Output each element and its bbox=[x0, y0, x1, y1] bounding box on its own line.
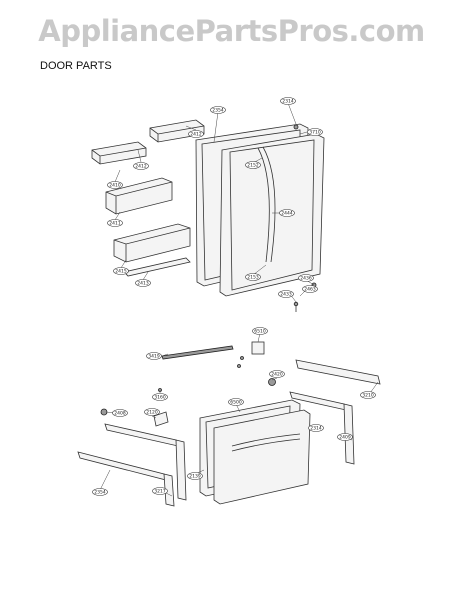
callout-label: 2314 bbox=[310, 426, 322, 432]
callout-label: 3710 bbox=[309, 130, 321, 136]
drawer-rails bbox=[77, 359, 381, 507]
callout-tag: 3419 bbox=[146, 352, 162, 360]
callout-label: 2412 bbox=[135, 164, 147, 170]
drawer-inner-panel bbox=[213, 409, 311, 505]
callout-tag: 2120 bbox=[144, 408, 160, 416]
site-watermark: AppliancePartsPros.com bbox=[38, 14, 425, 48]
callout-tag: 3160 bbox=[152, 393, 168, 401]
callout-label: 2436 bbox=[300, 276, 312, 282]
callout-tag: 6500 bbox=[228, 398, 244, 406]
callout-label: 2408 bbox=[114, 411, 126, 417]
callout-tag: 6510 bbox=[252, 327, 268, 335]
callout-label: 6510 bbox=[254, 329, 266, 335]
callout-tag: 2408 bbox=[112, 409, 128, 417]
callout-label: 6500 bbox=[230, 400, 242, 406]
callout-tag: 3710 bbox=[307, 128, 323, 136]
callout-label: 2152 bbox=[247, 163, 259, 169]
callout-tag: 2153 bbox=[245, 273, 261, 281]
callout-tag: 2354 bbox=[210, 106, 226, 114]
callout-tag: 2413 bbox=[135, 279, 151, 287]
callout-tag: 2139 bbox=[187, 472, 203, 480]
callout-tag: 2463 bbox=[302, 285, 318, 293]
callout-tag: 2409 bbox=[337, 433, 353, 441]
callout-label: 2120 bbox=[146, 410, 158, 416]
callout-tag: 2412 bbox=[188, 130, 204, 138]
callout-label: 3160 bbox=[154, 395, 166, 401]
callout-label: 2413 bbox=[137, 281, 149, 287]
callout-tag: 3217 bbox=[152, 487, 168, 495]
callout-tag: 2420 bbox=[269, 370, 285, 378]
diagram-heading: DOOR PARTS bbox=[40, 60, 112, 72]
callout-label: 2433 bbox=[280, 292, 292, 298]
callout-label: 2153 bbox=[247, 275, 259, 281]
door-handle bbox=[257, 146, 276, 263]
callout-label: 2444 bbox=[281, 211, 293, 217]
callout-label: 2409 bbox=[339, 435, 351, 441]
callout-label: 2354 bbox=[94, 490, 106, 496]
callout-label: 2410 bbox=[109, 183, 121, 189]
callout-label: 2139 bbox=[189, 474, 201, 480]
callout-label: 2415 bbox=[115, 269, 127, 275]
door-inner-liner bbox=[219, 133, 325, 297]
callout-tag: 2314 bbox=[280, 97, 296, 105]
callout-label: 2412 bbox=[190, 132, 202, 138]
callout-tag: 2354 bbox=[92, 488, 108, 496]
callout-label: 2354 bbox=[212, 108, 224, 114]
callout-tag: 2314 bbox=[308, 424, 324, 432]
callout-tag: 2433 bbox=[278, 290, 294, 298]
callout-tag: 2152 bbox=[245, 161, 261, 169]
callout-tag: 2411 bbox=[107, 219, 123, 227]
door-shelf-bins bbox=[91, 119, 205, 277]
callout-label: 3210 bbox=[362, 393, 374, 399]
callout-label: 3419 bbox=[148, 354, 160, 360]
callout-tag: 3210 bbox=[360, 391, 376, 399]
callout-label: 2463 bbox=[304, 287, 316, 293]
callout-tag: 2436 bbox=[298, 274, 314, 282]
callout-label: 2411 bbox=[109, 221, 121, 227]
callout-label: 2314 bbox=[282, 99, 294, 105]
callout-tag: 2444 bbox=[279, 209, 295, 217]
callout-label: 3217 bbox=[154, 489, 166, 495]
callout-tag: 2412 bbox=[133, 162, 149, 170]
drawer-small-parts bbox=[100, 341, 276, 427]
callout-label: 2420 bbox=[271, 372, 283, 378]
callout-tag: 2410 bbox=[107, 181, 123, 189]
callout-tag: 2415 bbox=[113, 267, 129, 275]
